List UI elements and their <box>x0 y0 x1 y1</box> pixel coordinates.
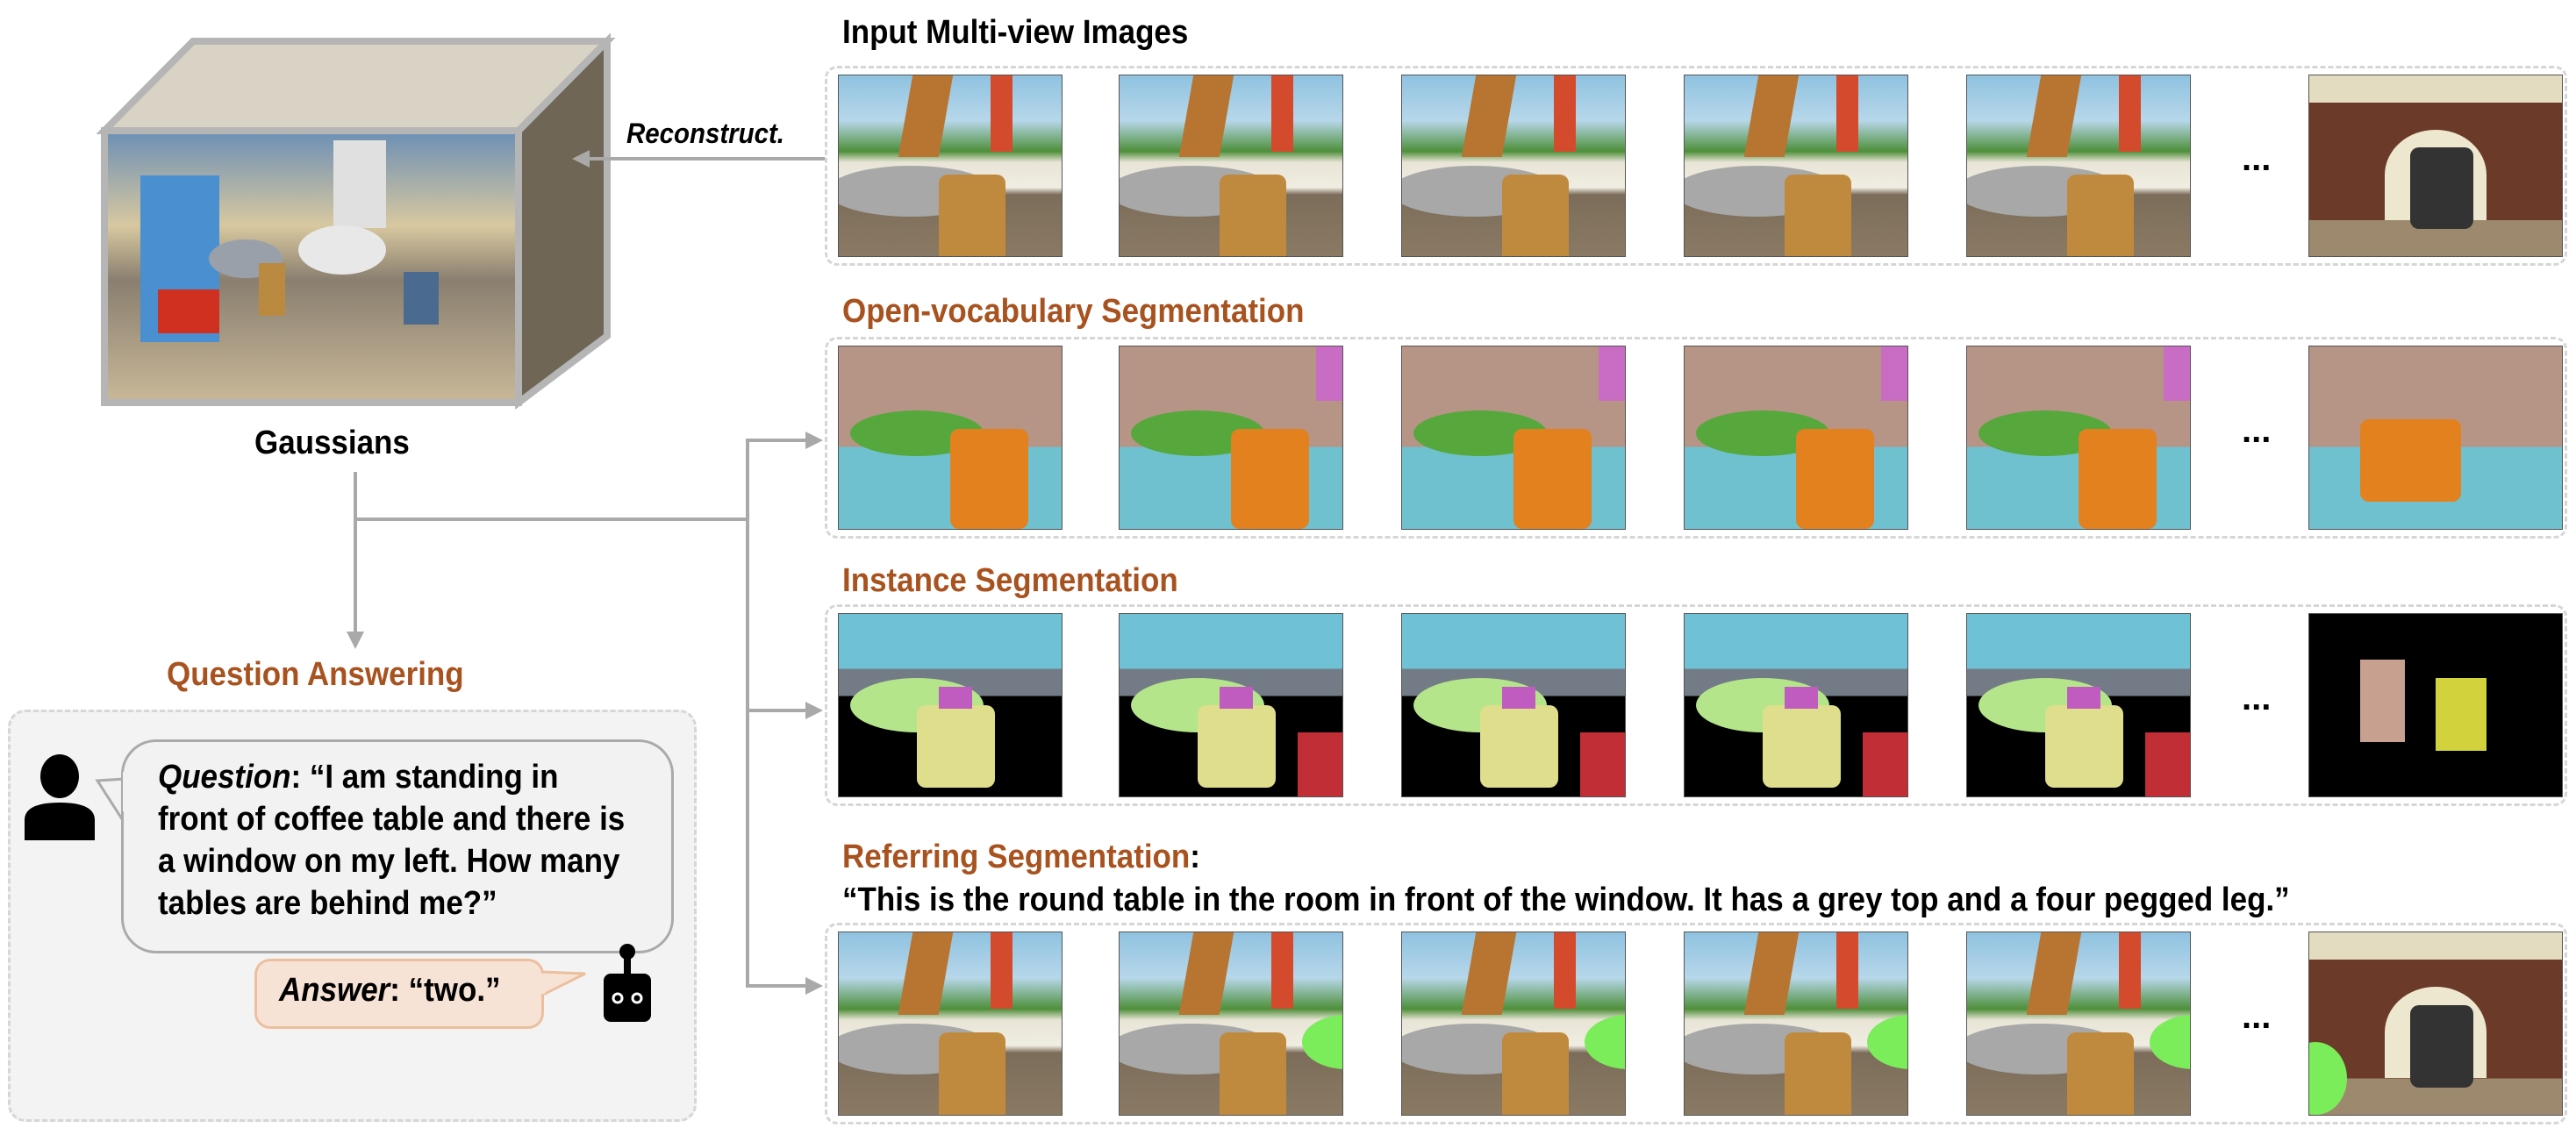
view-image <box>2308 75 2563 257</box>
view-image <box>1119 346 1343 530</box>
ellipsis: ... <box>2242 411 2272 450</box>
input-images-title: Input Multi-view Images <box>842 14 1189 51</box>
answer-text: Answer: “two.” <box>279 972 501 1010</box>
answer-bubble <box>254 959 544 1029</box>
view-image <box>838 346 1063 530</box>
view-image <box>2308 346 2563 530</box>
view-image <box>1401 932 1626 1116</box>
view-image <box>1119 613 1343 797</box>
instance-seg-row <box>825 604 2567 806</box>
referring-seg-title: Referring Segmentation: <box>842 839 1200 876</box>
view-image <box>1684 613 1908 797</box>
view-image <box>1966 346 2191 530</box>
arrowhead-icon <box>805 977 823 995</box>
gaussians-cube <box>96 32 616 410</box>
referring-seg-row <box>825 923 2567 1124</box>
arrowhead-icon <box>572 150 590 168</box>
arrowhead-icon <box>805 702 823 719</box>
view-image <box>838 613 1063 797</box>
view-image <box>1401 613 1626 797</box>
ellipsis: ... <box>2242 997 2272 1036</box>
user-icon <box>25 754 95 840</box>
input-images-row <box>825 66 2567 266</box>
ellipsis: ... <box>2242 139 2272 178</box>
arrowhead-icon <box>805 432 823 449</box>
referring-colon: : <box>1190 839 1200 875</box>
question-text: Question: “I am standing in front of cof… <box>158 756 626 924</box>
question-body: : “I am standing in front of coffee tabl… <box>158 759 626 922</box>
view-image <box>1684 932 1908 1116</box>
connector-vertical <box>746 439 749 987</box>
open-vocab-row <box>825 337 2567 539</box>
referring-query: “This is the round table in the room in … <box>842 882 2290 918</box>
view-image <box>838 932 1063 1116</box>
view-image <box>2308 613 2563 797</box>
view-image <box>2308 932 2563 1116</box>
question-label: Question <box>158 759 291 796</box>
question-bubble <box>121 739 674 953</box>
answer-bubble-tail <box>541 970 586 997</box>
arrowhead-icon <box>347 632 364 649</box>
view-image <box>1966 932 2191 1116</box>
reconstruct-label: Reconstruct. <box>626 118 784 149</box>
connector-to-instance <box>746 709 807 712</box>
view-image <box>1966 75 2191 257</box>
referring-seg-label: Referring Segmentation <box>842 839 1191 875</box>
connector-horizontal <box>354 518 748 521</box>
view-image <box>1401 75 1626 257</box>
instance-seg-title: Instance Segmentation <box>842 562 1178 599</box>
view-image <box>1401 346 1626 530</box>
view-image <box>1684 346 1908 530</box>
connector-to-open-vocab <box>746 439 807 442</box>
view-image <box>838 75 1063 257</box>
gaussians-label: Gaussians <box>254 425 410 461</box>
view-image <box>1119 932 1343 1116</box>
open-vocab-title: Open-vocabulary Segmentation <box>842 293 1305 330</box>
reconstruct-arrow <box>588 157 825 161</box>
ellipsis: ... <box>2242 679 2272 717</box>
qa-title: Question Answering <box>167 656 464 693</box>
view-image <box>1119 75 1343 257</box>
view-image <box>1966 613 2191 797</box>
answer-body: : “two.” <box>390 972 501 1009</box>
connector-to-qa <box>354 472 357 634</box>
view-image <box>1684 75 1908 257</box>
robot-icon <box>604 944 651 1022</box>
answer-label: Answer <box>279 972 390 1009</box>
connector-to-referring <box>746 984 807 988</box>
